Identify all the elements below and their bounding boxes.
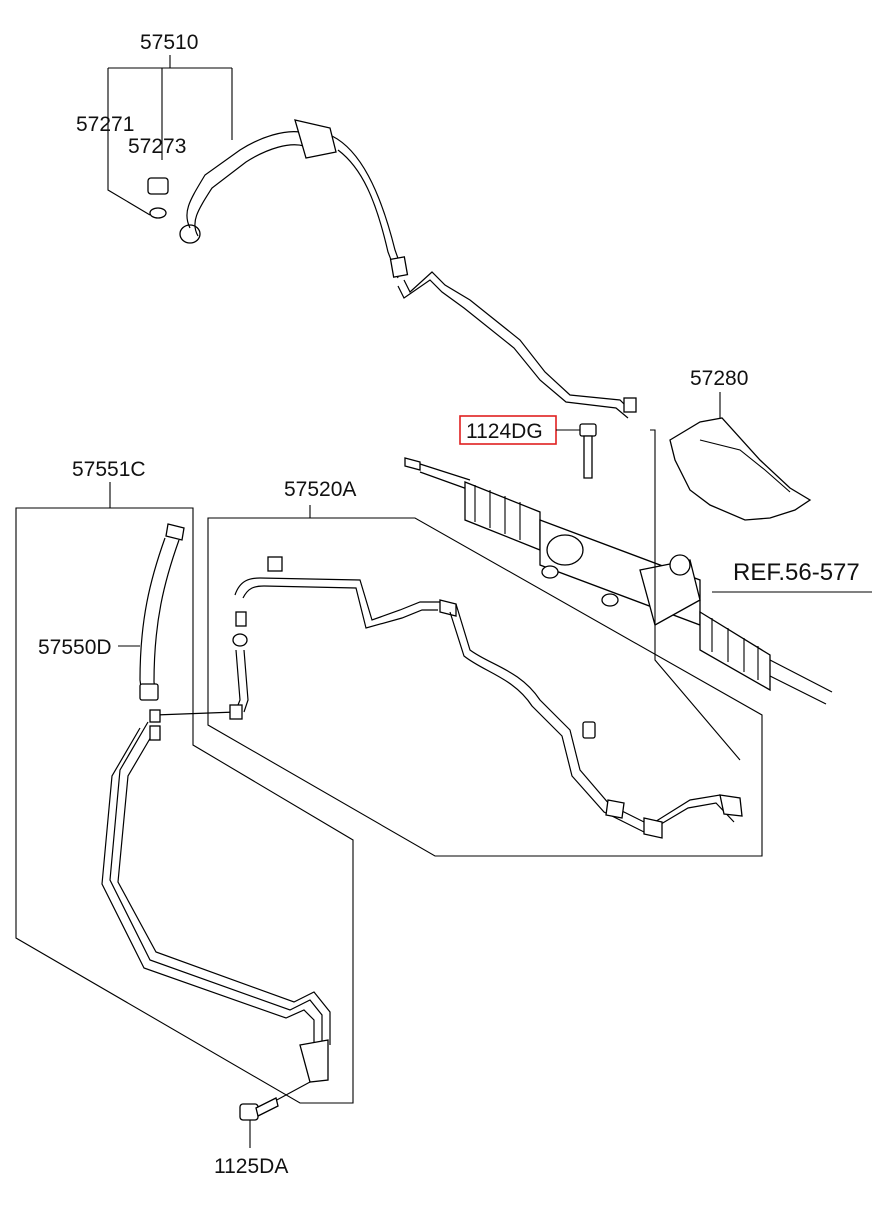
pressure-hose-assembly (107, 55, 637, 419)
label-57550d: 57550D (38, 636, 112, 659)
label-ref-56-577: REF.56-577 (733, 559, 860, 586)
bolt-1124dg (459, 415, 597, 479)
label-57280: 57280 (690, 367, 748, 390)
label-1125da: 1125DA (214, 1155, 288, 1178)
label-57551c: 57551C (72, 458, 146, 481)
cover-57280 (669, 392, 812, 521)
label-1124dg: 1124DG (466, 420, 543, 443)
label-57510: 57510 (140, 31, 198, 54)
label-57520a: 57520A (284, 478, 356, 501)
label-57273: 57273 (128, 135, 186, 158)
return-hose-assembly (207, 429, 763, 857)
label-57271: 57271 (76, 113, 134, 136)
cooler-tube-assembly (15, 482, 354, 1148)
